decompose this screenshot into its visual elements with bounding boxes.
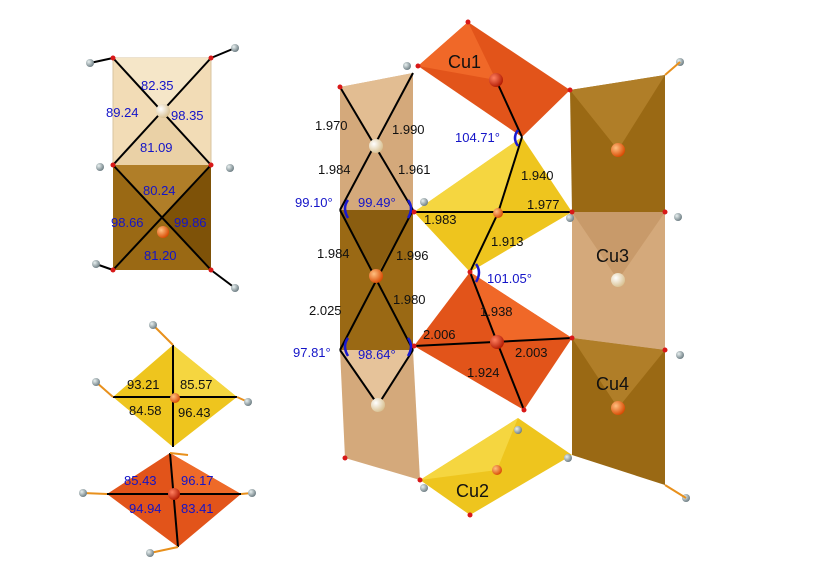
metal-atom: [170, 393, 180, 403]
angle-label: 80.24: [143, 183, 176, 198]
distance-label: 1.984: [317, 246, 350, 261]
angle-label: 84.58: [129, 403, 162, 418]
cu4-atom: [611, 401, 625, 415]
metal-atom: [490, 335, 504, 349]
distance-label: 2.003: [515, 345, 548, 360]
cu1-label: Cu1: [448, 52, 481, 72]
metal-atom: [168, 488, 180, 500]
metal-atom: [369, 269, 383, 283]
cu2-label: Cu2: [456, 481, 489, 501]
distance-label: 2.025: [309, 303, 342, 318]
angle-label: 81.20: [144, 248, 177, 263]
angle-label: 98.66: [111, 215, 144, 230]
angle-label: 89.24: [106, 105, 139, 120]
cu4-label: Cu4: [596, 374, 629, 394]
distance-label: 1.984: [318, 162, 351, 177]
angle-label: 101.05°: [487, 271, 532, 286]
distance-label: 1.938: [480, 304, 513, 319]
distance-label: 1.961: [398, 162, 431, 177]
panel-d-polyhedron: 85.43 96.17 94.94 83.41: [79, 452, 256, 557]
metal-atom: [371, 398, 385, 412]
angle-label: 82.35: [141, 78, 174, 93]
distance-label: 2.006: [423, 327, 456, 342]
metal-atom: [156, 104, 170, 118]
angle-label: 97.81°: [293, 345, 331, 360]
angle-label: 81.09: [140, 140, 173, 155]
angle-label: 83.41: [181, 501, 214, 516]
angle-label: 98.35: [171, 108, 204, 123]
angle-label: 98.64°: [358, 347, 396, 362]
angle-label: 99.86: [174, 215, 207, 230]
distance-label: 1.924: [467, 365, 500, 380]
angle-label: 94.94: [129, 501, 162, 516]
metal-atom: [611, 143, 625, 157]
angle-label: 85.43: [124, 473, 157, 488]
panel-c-polyhedron: 93.21 85.57 84.58 96.43: [92, 321, 252, 447]
distance-label: 1.996: [396, 248, 429, 263]
cu3-label: Cu3: [596, 246, 629, 266]
distance-label: 1.990: [392, 122, 425, 137]
angle-label: 96.43: [178, 405, 211, 420]
angle-label: 99.49°: [358, 195, 396, 210]
panel-b-polyhedron: 80.24 98.66 99.86 81.20: [95, 164, 236, 289]
distance-label: 1.983: [424, 212, 457, 227]
distance-label: 1.940: [521, 168, 554, 183]
metal-atom: [157, 226, 169, 238]
distance-label: 1.970: [315, 118, 348, 133]
metal-atom: [493, 208, 503, 218]
cu3-atom: [611, 273, 625, 287]
angle-label: 104.71°: [455, 130, 500, 145]
distance-label: 1.980: [393, 292, 426, 307]
angle-label: 96.17: [181, 473, 214, 488]
distance-label: 1.977: [527, 197, 560, 212]
distance-label: 1.913: [491, 234, 524, 249]
panel-a-polyhedron: 82.35 89.24 98.35 81.09: [89, 47, 236, 166]
angle-label: 85.57: [180, 377, 213, 392]
metal-atom: [369, 139, 383, 153]
panel-ab-ligands: [86, 44, 239, 292]
angle-label: 99.10°: [295, 195, 333, 210]
main-structure: [337, 19, 690, 518]
cu1-atom: [489, 73, 503, 87]
cu2-atom: [492, 465, 502, 475]
angle-label: 93.21: [127, 377, 160, 392]
